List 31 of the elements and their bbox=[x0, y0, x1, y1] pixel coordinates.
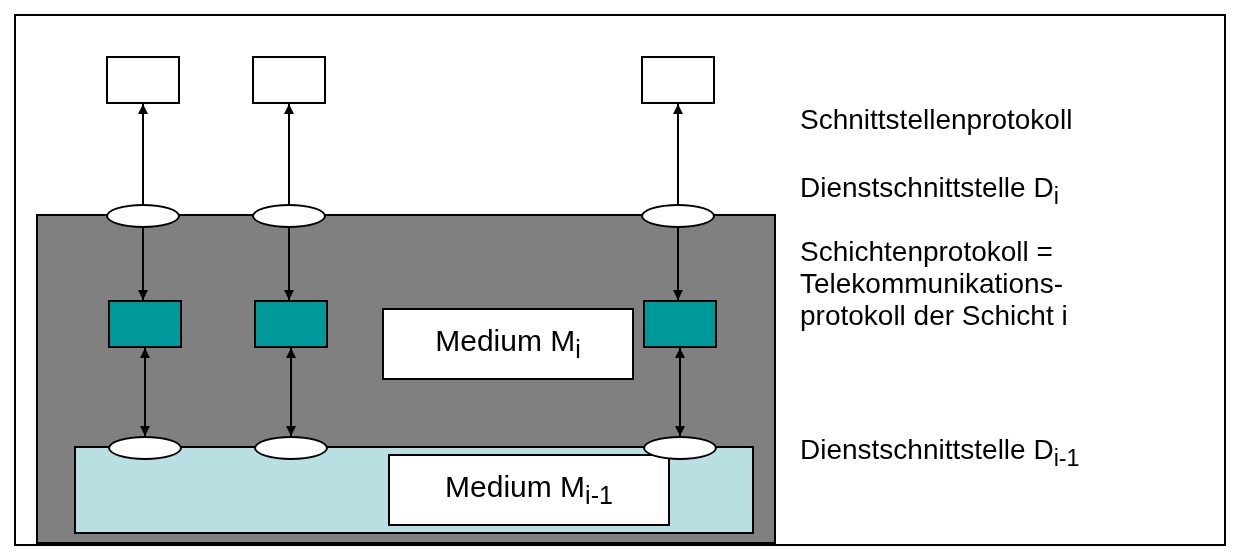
interface-ellipse bbox=[108, 436, 182, 460]
double-arrow bbox=[675, 347, 685, 437]
protocol-entity-box bbox=[643, 300, 717, 348]
annotation-text: Schichtenprotokoll = Telekommunikations- protokoll der Schicht i bbox=[800, 236, 1069, 332]
interface-ellipse bbox=[254, 436, 328, 460]
layer-band bbox=[36, 214, 776, 544]
annotation-text: Schnittstellenprotokoll bbox=[800, 104, 1074, 136]
double-arrow bbox=[140, 347, 150, 437]
double-arrow bbox=[284, 103, 294, 205]
interface-ellipse bbox=[643, 436, 717, 460]
double-arrow bbox=[284, 227, 294, 301]
medium-label: Medium M$_{i-1}$ bbox=[445, 470, 613, 510]
double-arrow bbox=[138, 227, 148, 301]
protocol-entity-box bbox=[254, 300, 328, 348]
medium-label-box bbox=[388, 454, 670, 526]
double-arrow bbox=[673, 227, 683, 301]
interface-ellipse bbox=[641, 204, 715, 228]
service-user-box bbox=[641, 56, 715, 104]
double-arrow bbox=[138, 103, 148, 205]
double-arrow bbox=[286, 347, 296, 437]
annotation-text: Dienstschnittstelle D$_{i}$ bbox=[800, 172, 1060, 210]
medium-label-box bbox=[382, 308, 634, 380]
medium-label: Medium M$_{i}$ bbox=[435, 324, 581, 364]
annotation-text: Dienstschnittstelle D$_{i-1}$ bbox=[800, 434, 1081, 472]
interface-ellipse bbox=[252, 204, 326, 228]
double-arrow bbox=[673, 103, 683, 205]
lower-layer-band bbox=[74, 446, 754, 534]
service-user-box bbox=[106, 56, 180, 104]
service-user-box bbox=[252, 56, 326, 104]
interface-ellipse bbox=[106, 204, 180, 228]
protocol-entity-box bbox=[108, 300, 182, 348]
